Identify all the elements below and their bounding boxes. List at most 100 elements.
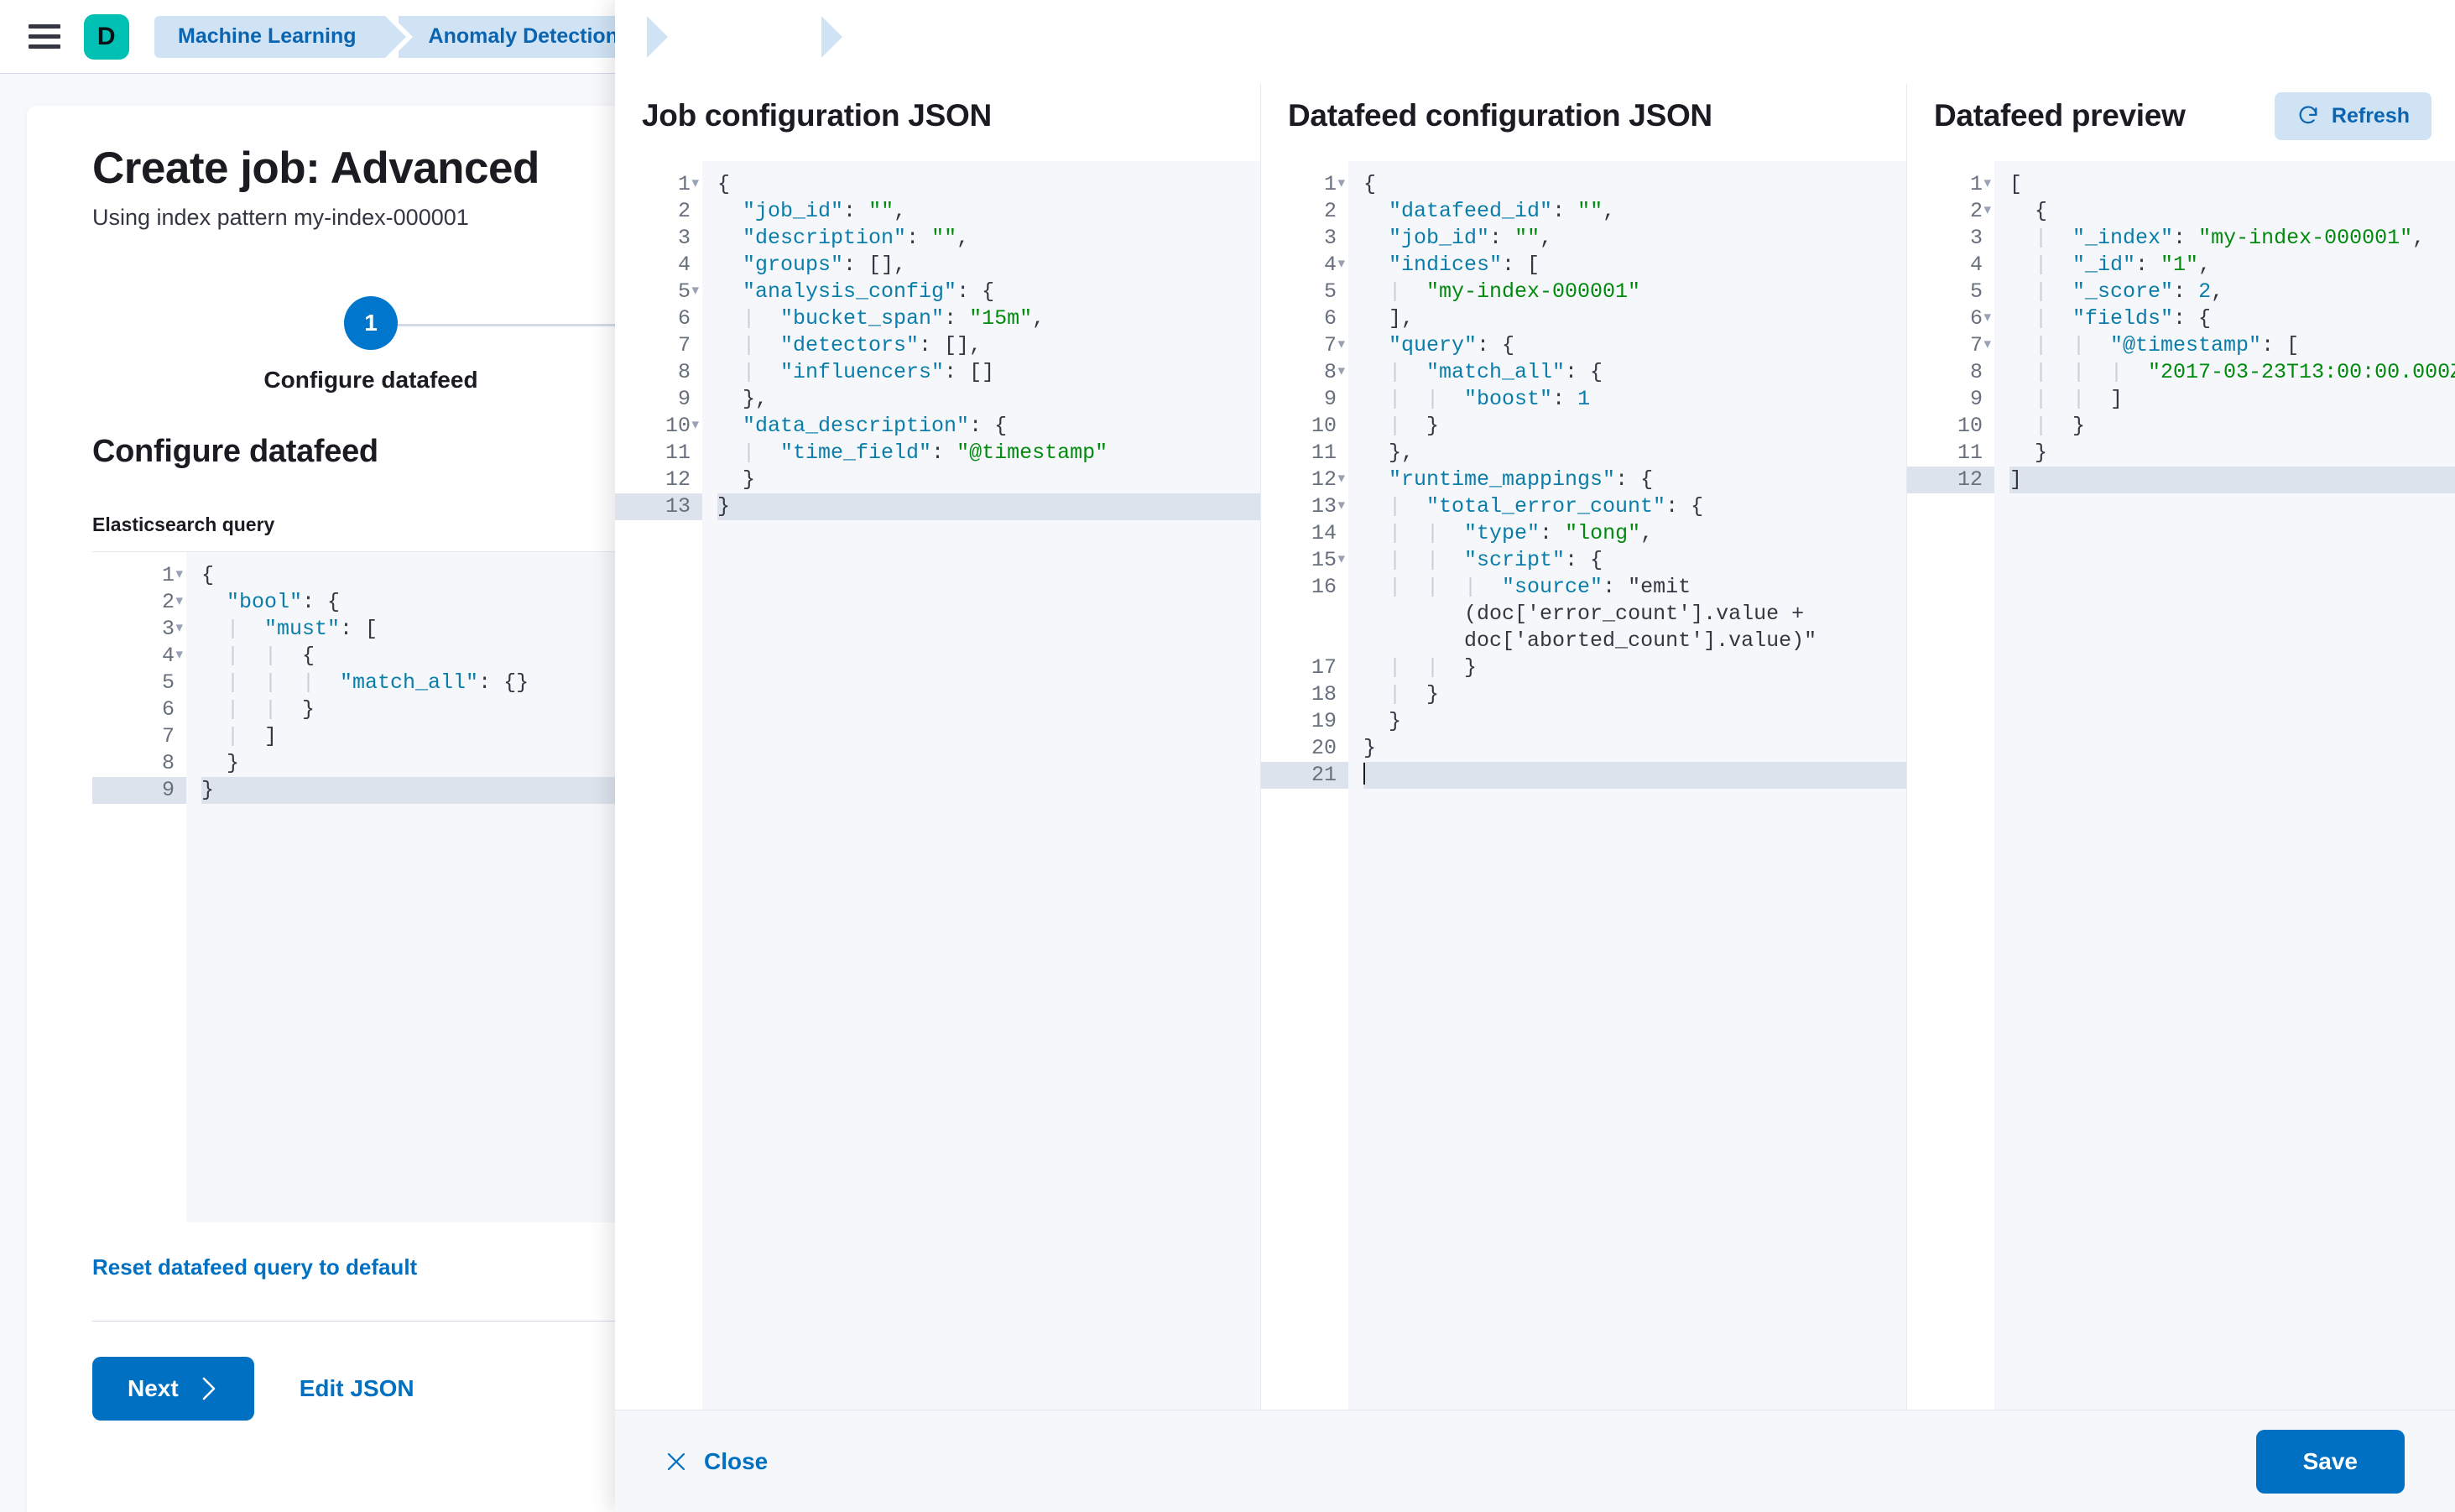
code-line[interactable]: },	[1389, 441, 1415, 465]
fold-arrow-icon[interactable]: ▾	[175, 648, 183, 665]
code-line[interactable]: "description": "",	[743, 226, 970, 250]
breadcrumb-item-machine-learning[interactable]: Machine Learning	[154, 15, 413, 58]
code-line[interactable]: | ]	[201, 724, 278, 749]
line-number: 8	[1969, 360, 1983, 384]
fold-arrow-icon[interactable]: ▾	[1983, 310, 1991, 326]
code-line[interactable]: | }	[1363, 414, 1440, 438]
fold-arrow-icon[interactable]: ▾	[175, 567, 183, 584]
code-line[interactable]: | "fields": {	[2009, 306, 2212, 331]
fold-arrow-icon[interactable]: ▾	[175, 594, 183, 611]
code-line[interactable]: }	[1389, 709, 1402, 733]
code-line[interactable]: {	[1363, 172, 1377, 196]
save-button[interactable]: Save	[2255, 1429, 2405, 1494]
code-line[interactable]: | | ]	[2009, 387, 2124, 411]
code-line[interactable]: | "_id": "1",	[2009, 253, 2212, 277]
code-line[interactable]: | | | "source": "emit (doc['error_count'…	[1363, 575, 1817, 653]
fold-arrow-icon[interactable]: ▾	[691, 418, 699, 434]
elasticsearch-query-label: Elasticsearch query	[92, 514, 275, 536]
line-number: 7	[677, 333, 691, 357]
code-line[interactable]: | | "@timestamp": [	[2009, 333, 2300, 357]
code-line[interactable]: }	[227, 751, 240, 776]
refresh-button-label: Refresh	[2331, 103, 2410, 128]
code-line[interactable]: ],	[1389, 306, 1415, 331]
code-line[interactable]: | "time_field": "@timestamp"	[717, 441, 1108, 465]
fold-arrow-icon[interactable]: ▾	[1337, 472, 1345, 487]
code-line[interactable]: | "total_error_count": {	[1363, 494, 1704, 519]
code-line[interactable]: "indices": [	[1389, 253, 1540, 277]
code-line[interactable]: | | | "match_all": {}	[201, 670, 529, 696]
next-button[interactable]: Next	[92, 1357, 254, 1421]
code-line[interactable]: | "influencers": []	[717, 360, 995, 384]
code-line[interactable]: "bool": {	[227, 590, 341, 615]
code-line[interactable]: {	[2035, 199, 2048, 223]
refresh-button[interactable]: Refresh	[2274, 91, 2432, 140]
code-line[interactable]: | | }	[201, 697, 315, 722]
line-number: 7▾	[1969, 333, 1991, 357]
code-line[interactable]: | | }	[1363, 655, 1478, 680]
close-button[interactable]: Close	[665, 1448, 768, 1475]
refresh-icon	[2296, 104, 2320, 128]
fold-arrow-icon[interactable]: ▾	[1337, 257, 1345, 273]
code-line[interactable]: | "match_all": {	[1363, 360, 1603, 384]
code-line[interactable]: | "_score": 2,	[2009, 279, 2224, 304]
code-line[interactable]: | "detectors": [],	[717, 333, 983, 357]
edit-json-button[interactable]: Edit JSON	[299, 1375, 414, 1402]
fold-arrow-icon[interactable]: ▾	[1337, 337, 1345, 353]
code-line[interactable]	[1363, 762, 1906, 789]
line-number: 4▾	[161, 644, 183, 669]
code-line[interactable]: {	[717, 172, 731, 196]
code-line[interactable]: "analysis_config": {	[743, 279, 995, 304]
code-line[interactable]: | | "type": "long",	[1363, 521, 1654, 545]
code-line[interactable]: "datafeed_id": "",	[1389, 199, 1616, 223]
code-line[interactable]: }	[743, 467, 756, 492]
code-line[interactable]: | }	[2009, 414, 2086, 438]
code-line[interactable]: | | "boost": 1	[1363, 387, 1591, 411]
line-number: 12	[1907, 467, 1994, 493]
code-line[interactable]: "groups": [],	[743, 253, 907, 277]
fold-arrow-icon[interactable]: ▾	[691, 176, 699, 192]
fold-arrow-icon[interactable]: ▾	[1337, 176, 1345, 192]
app-logo[interactable]: D	[84, 13, 129, 60]
code-line[interactable]: {	[201, 563, 215, 588]
reset-datafeed-query-link[interactable]: Reset datafeed query to default	[92, 1254, 418, 1280]
fold-arrow-icon[interactable]: ▾	[1983, 203, 1991, 219]
code-line[interactable]: | | "script": {	[1363, 548, 1603, 572]
code-line[interactable]: }	[1363, 736, 1377, 760]
code-datafeed-config[interactable]: { "datafeed_id": "", "job_id": "", "indi…	[1348, 161, 1906, 1410]
fold-arrow-icon[interactable]: ▾	[691, 284, 699, 300]
fold-arrow-icon[interactable]: ▾	[1337, 552, 1345, 568]
step-1-circle[interactable]: 1	[344, 296, 398, 351]
hamburger-menu-icon[interactable]	[29, 18, 65, 55]
fold-arrow-icon[interactable]: ▾	[1337, 364, 1345, 380]
code-line[interactable]: }	[2035, 441, 2048, 465]
code-line[interactable]: ]	[2009, 467, 2455, 493]
line-number: 2▾	[1969, 199, 1991, 223]
code-line[interactable]: "job_id": "",	[1389, 226, 1553, 250]
code-line[interactable]: "data_description": {	[743, 414, 1008, 438]
code-line[interactable]: "job_id": "",	[743, 199, 907, 223]
code-line[interactable]: | }	[1363, 682, 1440, 706]
code-datafeed-preview[interactable]: [ { | "_index": "my-index-000001", | "_i…	[1994, 161, 2455, 1410]
code-line[interactable]: | "must": [	[201, 617, 378, 642]
code-line[interactable]: },	[743, 387, 769, 411]
code-line[interactable]: [	[2009, 172, 2023, 196]
code-line[interactable]: | "_index": "my-index-000001",	[2009, 226, 2426, 250]
fold-arrow-icon[interactable]: ▾	[1337, 498, 1345, 514]
code-line[interactable]: }	[717, 493, 1260, 520]
fold-arrow-icon[interactable]: ▾	[1983, 337, 1991, 353]
code-line[interactable]: | | | "2017-03-23T13:00:00.000Z"	[2009, 360, 2455, 384]
line-number-continuation	[1261, 601, 1348, 628]
fold-arrow-icon[interactable]: ▾	[175, 621, 183, 638]
code-line[interactable]: "query": {	[1389, 333, 1515, 357]
code-line[interactable]: "runtime_mappings": {	[1389, 467, 1654, 492]
code-job-config[interactable]: { "job_id": "", "description": "", "grou…	[702, 161, 1260, 1410]
code-line[interactable]: | | {	[201, 644, 315, 669]
code-line[interactable]: | "my-index-000001"	[1363, 279, 1641, 304]
code-line[interactable]: | "bucket_span": "15m",	[717, 306, 1045, 331]
breadcrumb-item-anomaly-detection[interactable]: Anomaly Detection	[398, 15, 675, 58]
fold-arrow-icon[interactable]: ▾	[1983, 176, 1991, 192]
